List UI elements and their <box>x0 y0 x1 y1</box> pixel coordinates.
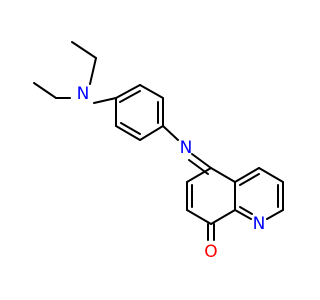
bond-py-c4-c3 <box>258 167 284 183</box>
ring-nitrogen-label: N <box>253 214 266 234</box>
bond-py-inner-3 <box>239 206 253 215</box>
bond-ethyl-upper-ch3-ch2 <box>71 41 97 59</box>
bond-ethyl-upper-ch2-n <box>89 57 97 85</box>
molecule-structure-diagram: N N O <box>33 41 284 262</box>
quinolinone-left-ring: O <box>186 167 236 262</box>
bond-phenyl-to-imine-n <box>162 125 179 141</box>
bond-q-c7-c8 <box>186 209 212 225</box>
imine-nitrogen-label: N <box>180 138 193 158</box>
bond-py-c2-n <box>266 209 284 220</box>
diethylamino-group: N <box>33 41 117 104</box>
bond-n-to-phenyl <box>93 97 117 104</box>
bond-ph-4-5 <box>139 125 164 141</box>
bond-ph-inner-1 <box>119 90 141 103</box>
bond-ph-1-2 <box>115 84 141 99</box>
phenylene-ring <box>115 84 164 141</box>
amine-nitrogen-label: N <box>77 84 90 104</box>
bond-py-inner-1 <box>239 173 260 186</box>
bond-q-c4a-c5 <box>210 167 236 183</box>
bond-py-n-c8a <box>234 209 252 220</box>
bond-ph-2-3 <box>139 84 164 99</box>
carbonyl-oxygen-label: O <box>204 242 217 262</box>
bond-q-c8-c8a <box>210 209 236 225</box>
bond-ph-5-6 <box>115 125 141 141</box>
pyridine-ring: N <box>234 167 284 234</box>
imine-linkage: N <box>162 125 212 175</box>
bond-q-c5-c6 <box>186 167 212 183</box>
bond-ethyl-lower-ch3-ch2 <box>33 82 57 99</box>
bond-imine-double-upper <box>191 153 212 169</box>
bond-ph-inner-3 <box>120 122 141 135</box>
bond-py-c4a-c4 <box>234 167 260 183</box>
